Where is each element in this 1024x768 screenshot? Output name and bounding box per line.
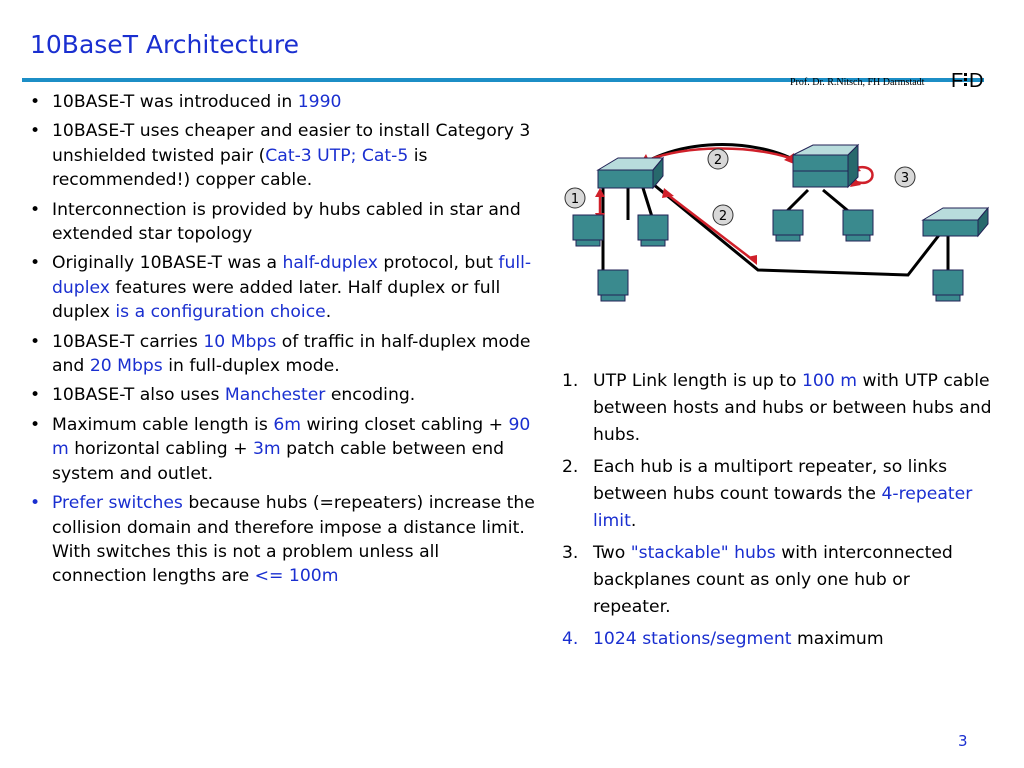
label-3: 3 <box>894 166 916 188</box>
text-run: UTP Link length is up to <box>593 371 802 391</box>
text-run: is recommended!) copper cable. <box>52 145 428 191</box>
text-run: . <box>630 511 637 531</box>
network-topology-diagram: 1 2 2 3 <box>564 143 990 302</box>
bullet-dot-icon: • <box>30 92 41 112</box>
label-2-bottom: 2 <box>712 204 734 226</box>
text-run: protocol, but <box>377 253 499 274</box>
fh-darmstadt-logo: F D <box>951 70 983 90</box>
highlighted-text: 6m <box>273 414 301 435</box>
stackable-hub-icon <box>792 143 860 189</box>
hub-icon-left <box>596 156 665 190</box>
highlighted-text: is a configuration choice <box>115 302 326 323</box>
note-number: 2. <box>562 457 579 477</box>
page-number: 3 <box>958 732 968 750</box>
bullet-item: • Interconnection is provided by hubs cab… <box>30 198 535 247</box>
highlighted-text: Prefer switches <box>52 493 183 514</box>
text-run: in full-duplex mode. <box>162 356 340 377</box>
text-run: patch cable between end system and outle… <box>52 439 504 484</box>
text-run: of traffic in half-duplex mode and <box>52 331 531 377</box>
highlighted-text: "stackable" hubs <box>630 543 776 563</box>
highlighted-text: Cat-3 UTP; Cat-5 <box>265 145 409 166</box>
text-run: features were added later. Half duplex o… <box>52 277 501 323</box>
svg-text:F: F <box>951 70 963 90</box>
highlighted-text: 100 m <box>802 371 858 391</box>
text-run: Interconnection is provided by hubs cabl… <box>52 199 521 245</box>
svg-text:2: 2 <box>719 209 727 224</box>
highlighted-text: half-duplex <box>282 253 378 274</box>
author-credit: Prof. Dr. R.Nitsch, FH Darmstadt <box>790 77 925 88</box>
computer-icon <box>842 209 874 242</box>
note-item: 3. Two "stackable" hubs with interconnect… <box>562 540 992 621</box>
svg-text:1: 1 <box>571 192 579 207</box>
text-run: maximum <box>791 629 884 649</box>
highlighted-text: 90 m <box>52 414 531 460</box>
text-run: Originally 10BASE-T was a <box>52 253 283 274</box>
note-number: 4. <box>562 629 579 649</box>
svg-text:2: 2 <box>714 153 722 168</box>
bullet-item: • 10BASE-T uses cheaper and easier to ins… <box>30 119 535 192</box>
note-item: 4. 1024 stations/segment maximum <box>562 626 992 653</box>
bullet-item: • 10BASE-T also uses Manchester encoding. <box>30 383 535 407</box>
highlighted-text: Manchester <box>224 385 326 406</box>
text-run: horizontal cabling + <box>68 439 253 460</box>
text-run: 10BASE-T was introduced in <box>52 92 298 112</box>
highlighted-text: 1990 <box>297 92 342 112</box>
title-divider <box>22 78 984 82</box>
svg-text:3: 3 <box>901 171 909 186</box>
highlighted-text: 10 Mbps <box>203 331 277 352</box>
bullet-list: • 10BASE-T was introduced in 1990 • 10BASE-… <box>30 90 535 594</box>
bullet-item: • Prefer switches because hubs (=repeater… <box>30 491 535 589</box>
note-item: 2. Each hub is a multiport repeater, so l… <box>562 454 992 535</box>
note-number: 3. <box>562 543 579 563</box>
text-run: because hubs (=repeaters) increase the c… <box>52 493 535 587</box>
computer-icon <box>572 214 604 247</box>
bullet-dot-icon: • <box>30 493 41 514</box>
svg-text:D: D <box>969 70 983 90</box>
text-run: 10BASE-T uses cheaper and easier to inst… <box>52 121 531 166</box>
note-item: 1. UTP Link length is up to 100 m with UT… <box>562 368 992 449</box>
highlighted-text: 3m <box>252 439 281 460</box>
bullet-dot-icon: • <box>30 199 41 220</box>
highlighted-text: 4-repeater limit <box>593 484 973 531</box>
bullet-dot-icon: • <box>30 331 41 352</box>
bullet-item: • 10BASE-T was introduced in 1990 <box>30 90 535 114</box>
highlighted-text: full-duplex <box>52 253 532 298</box>
highlighted-text: 20 Mbps <box>89 356 163 377</box>
computer-icon <box>597 269 629 302</box>
bullet-dot-icon: • <box>30 253 41 274</box>
text-run: wiring closet cabling + <box>301 414 509 435</box>
bullet-item: • Maximum cable length is 6m wiring close… <box>30 413 535 486</box>
text-run: encoding. <box>325 385 416 406</box>
label-1: 1 <box>564 187 586 209</box>
text-run: with UTP cable between hosts and hubs or… <box>593 371 992 445</box>
note-number: 1. <box>562 371 579 391</box>
label-2-top: 2 <box>707 148 729 170</box>
slide-title: 10BaseT Architecture <box>30 30 299 59</box>
computer-icon <box>932 269 964 302</box>
bullet-dot-icon: • <box>30 414 41 435</box>
bullet-dot-icon: • <box>30 121 41 142</box>
computer-icon <box>637 214 669 247</box>
computer-icon <box>772 209 804 242</box>
text-run: . <box>325 302 332 323</box>
bullet-dot-icon: • <box>30 385 41 406</box>
text-run: Maximum cable length is <box>52 414 274 435</box>
bullet-item: • 10BASE-T carries 10 Mbps of traffic in … <box>30 330 535 379</box>
text-run: Each hub is a multiport repeater, so lin… <box>593 457 948 504</box>
text-run: Two <box>593 543 631 563</box>
highlighted-text: <= 100m <box>254 566 339 587</box>
text-run: with interconnected backplanes count as … <box>593 543 953 617</box>
highlighted-text: 1024 stations/segment <box>593 629 792 649</box>
computer-icons <box>572 209 964 302</box>
text-run: 10BASE-T carries <box>52 331 204 352</box>
bullet-item: • Originally 10BASE-T was a half-duplex p… <box>30 251 535 324</box>
numbered-notes: 1. UTP Link length is up to 100 m with UT… <box>562 368 992 658</box>
text-run: 10BASE-T also uses <box>52 385 225 406</box>
hub-icon-right <box>921 206 990 238</box>
